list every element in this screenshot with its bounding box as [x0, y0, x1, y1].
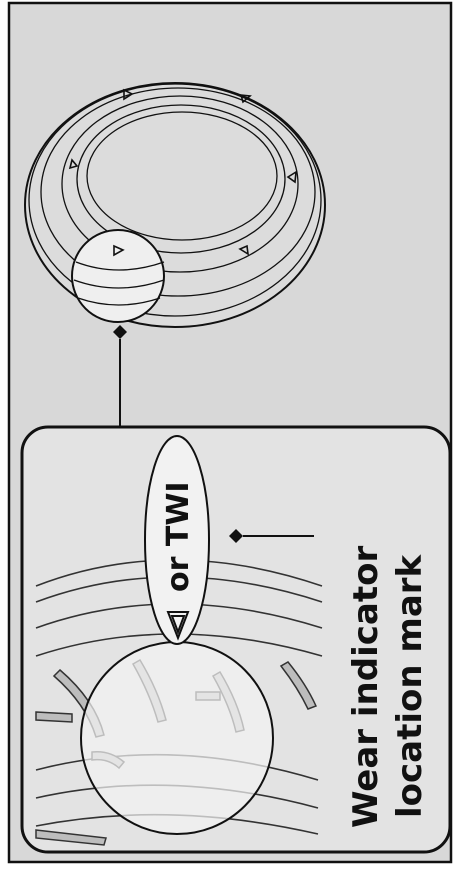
label-leader-line [229, 529, 314, 543]
wear-indicator-label-line-2: location mark [390, 553, 430, 818]
magnifier-leader-line [113, 325, 127, 427]
wear-indicator-label-line-1: Wear indicator [346, 546, 386, 828]
detail-panel: or TWI Wear indicator location mark [20, 425, 452, 854]
panel-magnifier-circle [80, 641, 274, 835]
wear-indicator-triangle-icon [166, 611, 190, 641]
twi-oval-highlight [144, 435, 210, 645]
tire-icon [24, 82, 326, 328]
alt-mark-text: or TWI [161, 481, 196, 592]
tire-magnifier-circle [71, 229, 165, 323]
